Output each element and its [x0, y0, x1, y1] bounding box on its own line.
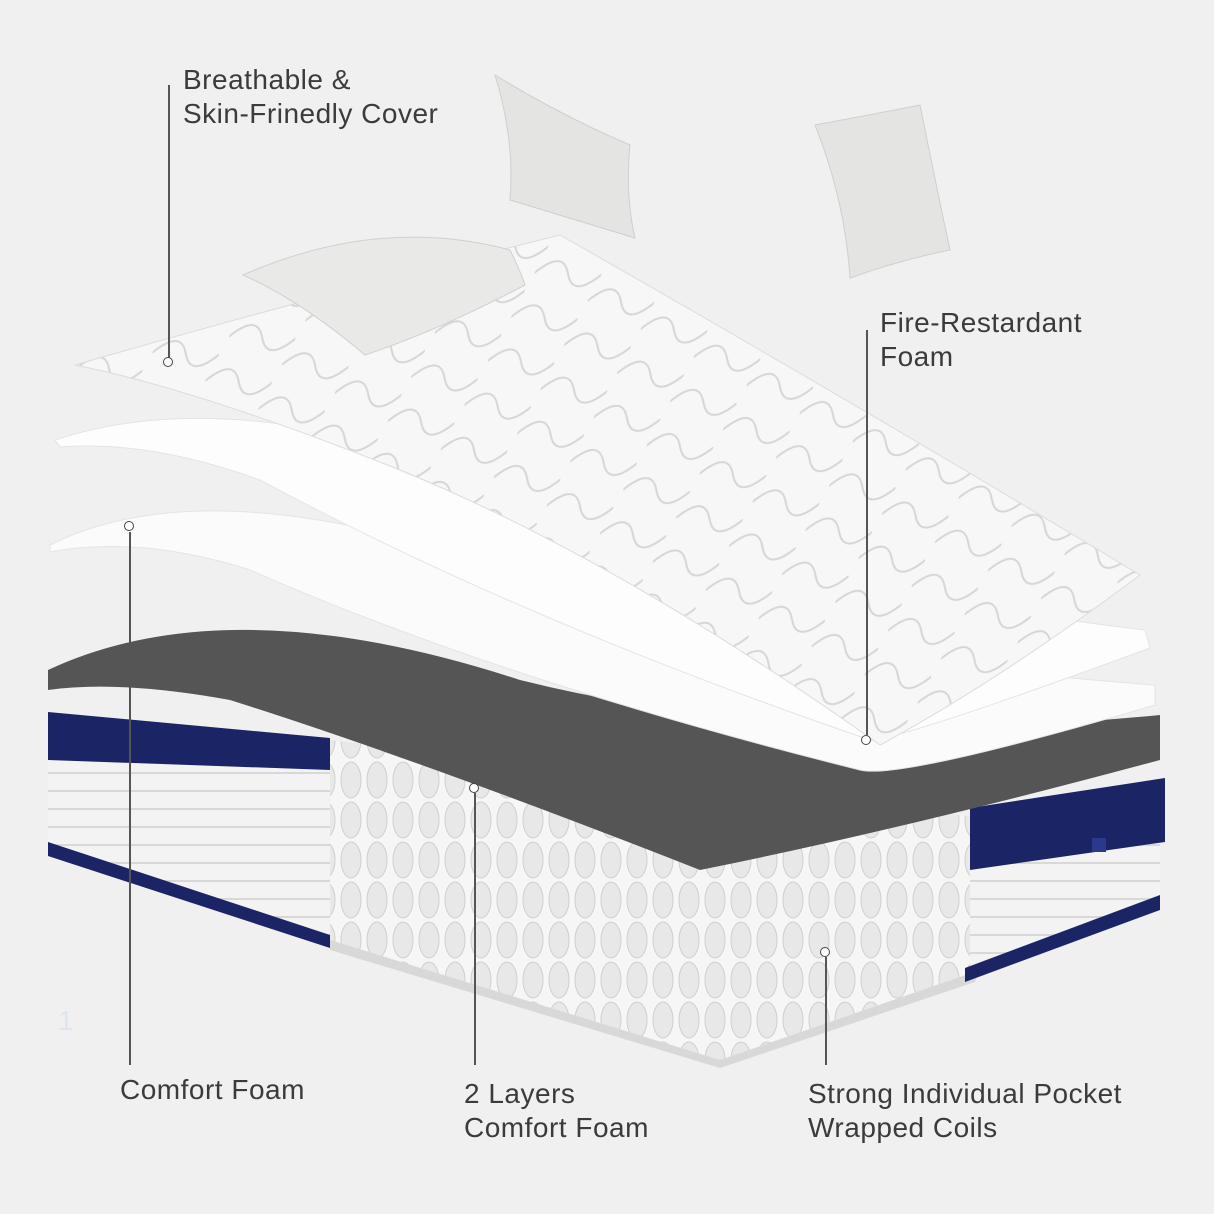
fire-foam-marker-dot — [861, 735, 871, 745]
cover-label-line1: Breathable & — [183, 64, 351, 95]
cover-leader-line — [168, 85, 170, 360]
floating-pillow-right — [814, 104, 951, 279]
coils-label-line2: Wrapped Coils — [808, 1112, 998, 1143]
cover-marker-dot — [163, 357, 173, 367]
coils-leader-line — [825, 957, 827, 1065]
layers-label-line1: 2 Layers — [464, 1078, 576, 1109]
fire-foam-label: Fire-Restardant Foam — [880, 306, 1082, 374]
cover-label: Breathable & Skin-Frinedly Cover — [183, 63, 438, 131]
coils-label: Strong Individual Pocket Wrapped Coils — [808, 1077, 1122, 1145]
left-end-panel — [48, 740, 330, 945]
comfort-foam-label-line1: Comfort Foam — [120, 1074, 305, 1105]
brand-tag-icon — [1092, 838, 1106, 852]
comfort-foam-leader-line — [129, 532, 131, 1065]
fire-foam-leader-line — [866, 330, 868, 735]
coils-label-line1: Strong Individual Pocket — [808, 1078, 1122, 1109]
page-number: 1 — [58, 1005, 74, 1036]
cover-label-line2: Skin-Frinedly Cover — [183, 98, 439, 129]
layers-marker-dot — [469, 783, 479, 793]
pillow-on-mattress — [241, 236, 526, 356]
coils-marker-dot — [820, 947, 830, 957]
fire-foam-label-line1: Fire-Restardant — [880, 307, 1083, 338]
layers-leader-line — [474, 793, 476, 1065]
comfort-foam-marker-dot — [124, 521, 134, 531]
layers-label-line2: Comfort Foam — [464, 1112, 649, 1143]
layers-label: 2 Layers Comfort Foam — [464, 1077, 649, 1145]
fire-foam-label-line2: Foam — [880, 341, 954, 372]
floating-pillow-left — [494, 73, 636, 239]
dark-foam-layer — [48, 629, 1160, 870]
comfort-foam-label: Comfort Foam — [120, 1073, 305, 1107]
